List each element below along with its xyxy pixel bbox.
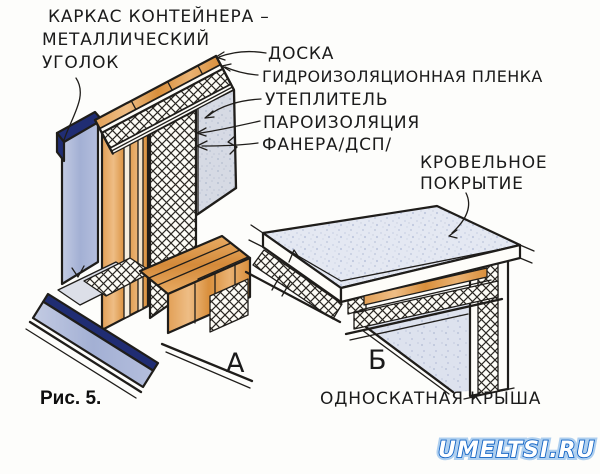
callout-board: ДОСКА (268, 44, 334, 64)
insulation-layer (353, 280, 499, 330)
vapor-leader (196, 120, 261, 137)
film-leader (221, 63, 259, 76)
note-line-2: МЕТАЛЛИЧЕСКИЙ (42, 28, 210, 50)
plywood-leader (196, 140, 259, 151)
insulation-leader (204, 98, 262, 119)
floor-assembly (57, 234, 254, 389)
roof-cover-leader (448, 192, 470, 239)
roof-slope-layers (93, 54, 235, 155)
note-line-1: КАРКАС КОНТЕЙНЕРА – (48, 5, 270, 27)
annotations: КАРКАС КОНТЕЙНЕРА – МЕТАЛЛИЧЕСКИЙ УГОЛОК… (40, 5, 597, 466)
break-mark (227, 135, 238, 155)
figure-caption: Рис. 5. (40, 388, 101, 409)
detail-a-label: А (226, 348, 245, 379)
shed-roof-detail-b (244, 204, 535, 400)
roof-underside-layers (244, 249, 504, 341)
board-leader (215, 50, 267, 61)
bottom-angle (25, 292, 160, 399)
note-line-3: УГОЛОК (42, 53, 119, 73)
detail-b-label: Б (368, 345, 388, 376)
callout-roof-cover-2: ПОКРЫТИЕ (420, 174, 524, 194)
corner-overshoots (248, 224, 535, 264)
wall-corner-detail-a (25, 54, 254, 399)
watermark-text: UMELTSI.RU (438, 438, 595, 463)
break-mark (288, 249, 301, 263)
break-mark (71, 265, 85, 278)
break-ticks (271, 275, 291, 297)
callout-film: ГИДРОИЗОЛЯЦИОННАЯ ПЛЕНКА (262, 67, 543, 86)
detail-b-caption: ОДНОСКАТНАЯ КРЫША (320, 389, 541, 409)
board-seams (130, 64, 204, 111)
outer-panel (60, 118, 100, 286)
watermark: UMELTSI.RU UMELTSI.RU (435, 435, 597, 466)
watermark-glow: UMELTSI.RU (438, 438, 595, 463)
callout-plywood: ФАНЕРА/ДСП/ (262, 135, 392, 155)
callout-insulation: УТЕПЛИТЕЛЬ (265, 90, 388, 110)
angle-leader (63, 77, 81, 141)
deck-seams (148, 242, 241, 286)
board-layer (363, 267, 488, 306)
inner-board-face (191, 88, 238, 219)
callout-roof-cover-1: КРОВЕЛЬНОЕ (420, 153, 547, 173)
roof-slab (248, 204, 535, 304)
callout-leaders (63, 50, 470, 239)
callout-vapor: ПАРОИЗОЛЯЦИЯ (263, 113, 420, 133)
